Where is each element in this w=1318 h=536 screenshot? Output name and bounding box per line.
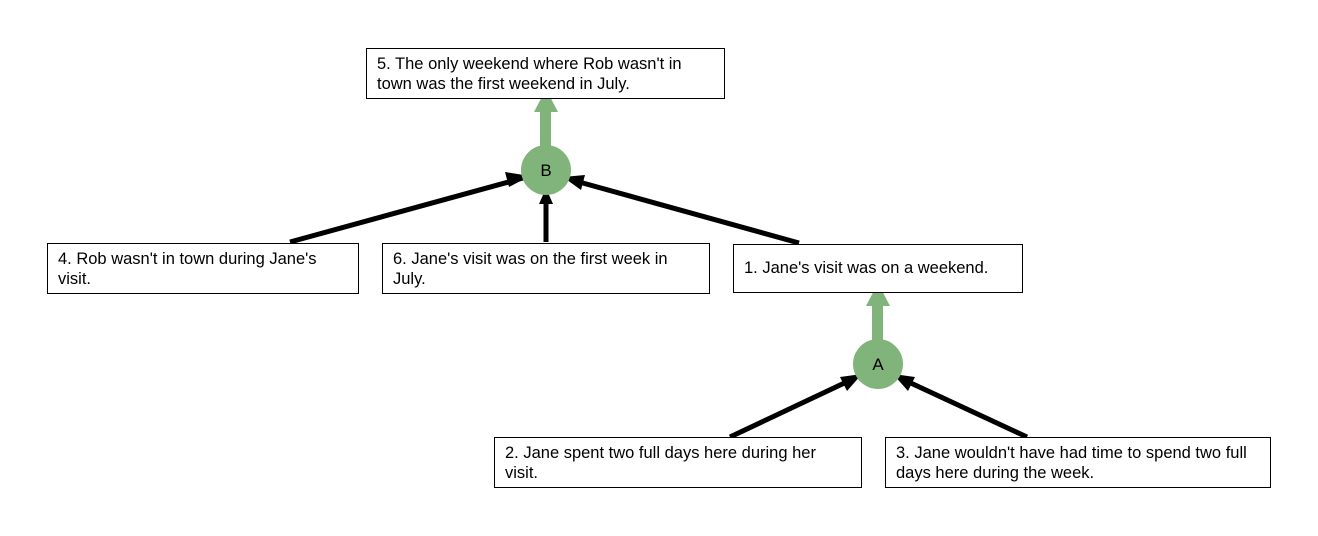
claim-box-3: 3. Jane wouldn't have had time to spend … (885, 437, 1271, 488)
edge-3-to-a (898, 375, 1029, 440)
claim-text-5: 5. The only weekend where Rob wasn't in … (377, 55, 682, 93)
edge-2-to-a (728, 375, 857, 440)
arrowhead-6-to-b (539, 188, 553, 204)
inference-label-b: B (540, 161, 551, 180)
claim-text-4: 4. Rob wasn't in town during Jane's visi… (58, 250, 317, 288)
claim-text-3: 3. Jane wouldn't have had time to spend … (896, 444, 1247, 482)
arrowhead-2-to-a (840, 374, 862, 391)
edge-b-to-5 (540, 110, 551, 148)
inference-node-a (853, 339, 903, 389)
arrowhead-b-to-5 (534, 89, 558, 112)
claim-box-4: 4. Rob wasn't in town during Jane's visi… (47, 243, 359, 294)
inference-node-b (521, 145, 571, 195)
arrowhead-a-to-1 (866, 283, 890, 306)
claim-text-1: 1. Jane's visit was on a weekend. (744, 259, 989, 277)
claim-box-6: 6. Jane's visit was on the first week in… (382, 243, 710, 294)
claim-text-6: 6. Jane's visit was on the first week in… (393, 250, 668, 288)
claim-box-1: 1. Jane's visit was on a weekend. (733, 244, 1023, 293)
claim-text-2: 2. Jane spent two full days here during … (505, 444, 816, 482)
edge-4-to-b (289, 175, 524, 245)
claim-box-2: 2. Jane spent two full days here during … (494, 437, 862, 488)
edge-a-to-1 (872, 303, 883, 343)
inference-label-a: A (872, 355, 884, 374)
claim-box-5: 5. The only weekend where Rob wasn't in … (366, 48, 725, 99)
edge-1-to-b (571, 177, 800, 246)
